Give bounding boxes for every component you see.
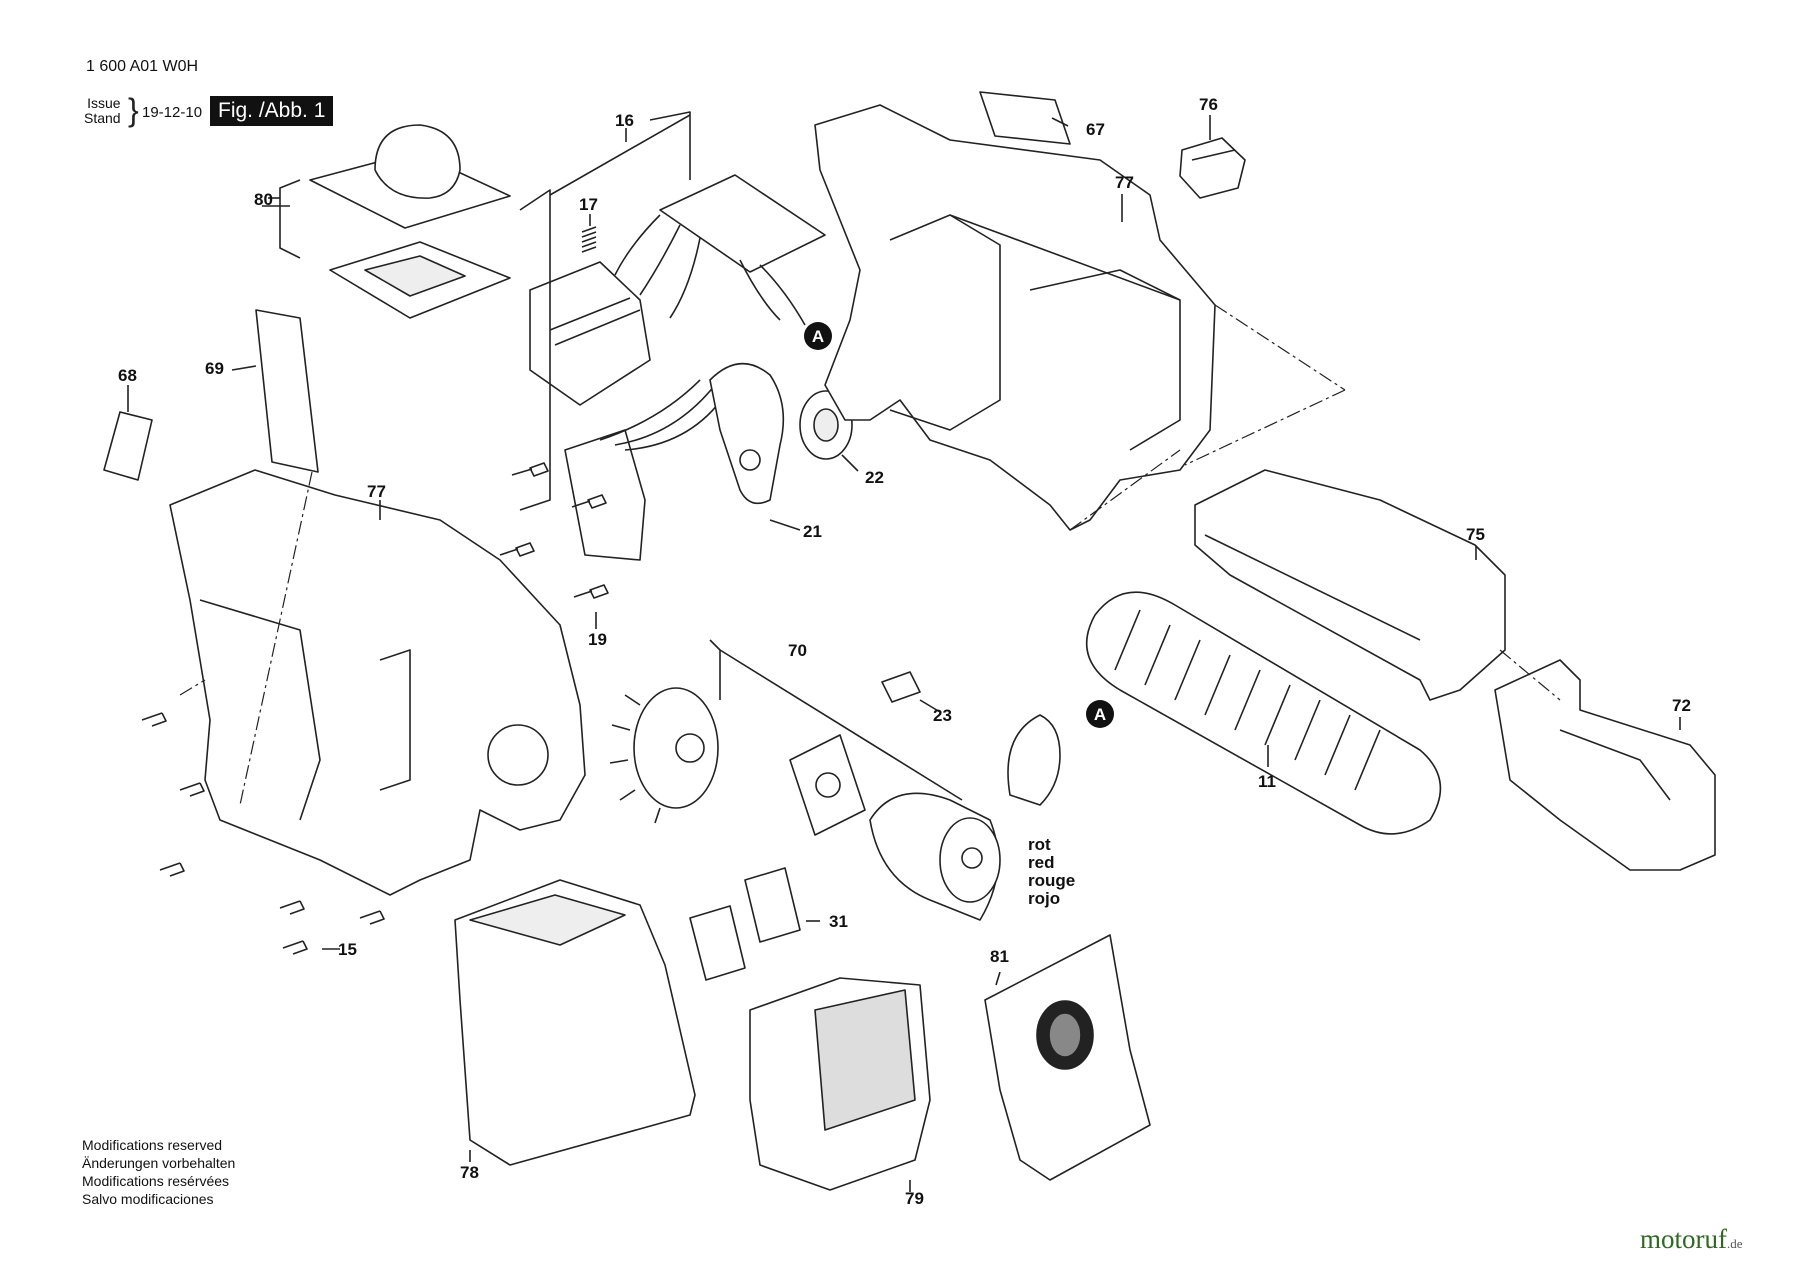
connector-a-label: A: [812, 327, 824, 346]
label-80: 80: [254, 190, 273, 209]
part-31-foam-pads: [689, 867, 801, 981]
part-72-nozzle: [1494, 659, 1716, 871]
label-23: 23: [933, 706, 952, 725]
figure-title: Fig. /Abb. 1: [210, 96, 334, 126]
modifications-line: Modifications reserved: [82, 1137, 223, 1153]
label-31: 31: [829, 912, 848, 931]
connector-a-motor: A: [1086, 700, 1114, 728]
modifications-line: Modifications resérvées: [82, 1173, 230, 1189]
label-78: 78: [460, 1163, 479, 1182]
part-17-spring: [581, 226, 597, 253]
part-80-foot-pad: [268, 124, 511, 319]
part-70-fan: [609, 639, 963, 836]
wire-color-line: rojo: [1028, 889, 1061, 908]
connector-a-label: A: [1094, 705, 1106, 724]
label-67: 67: [1086, 120, 1105, 139]
part-19-screws: [499, 462, 609, 599]
label-77: 77: [367, 482, 386, 501]
label-68: 68: [118, 366, 137, 385]
wire-color-line: rouge: [1028, 871, 1076, 890]
issue-label: Issue Stand: [84, 96, 121, 126]
modifications-note: Modifications reserved Änderungen vorbeh…: [82, 1136, 235, 1208]
watermark-brand: motoruf: [1640, 1224, 1727, 1254]
label-69: 69: [205, 359, 224, 378]
watermark-tld: .de: [1727, 1236, 1743, 1251]
part-68-label: [103, 411, 153, 481]
label-22: 22: [865, 468, 884, 487]
label-75: 75: [1466, 525, 1485, 544]
watermark-logo: motoruf.de: [1640, 1224, 1743, 1255]
wire-color-line: rot: [1028, 835, 1051, 854]
part-79-filter: [749, 977, 931, 1191]
label-79: 79: [905, 1189, 924, 1208]
issue-label-line: Stand: [84, 110, 121, 126]
label-11: 11: [1258, 772, 1276, 791]
label-81: 81: [990, 947, 1009, 966]
issue-date: 19-12-10: [142, 104, 203, 121]
part-78-container: [454, 879, 696, 1166]
label-17: 17: [579, 195, 598, 214]
issue-label-line: Issue: [87, 95, 121, 111]
modifications-line: Salvo modificaciones: [82, 1191, 214, 1207]
label-15: 15: [338, 940, 357, 959]
part-77-housing-right: [814, 104, 1216, 531]
part-21-switch: [709, 362, 785, 505]
part-69-label: [255, 309, 319, 473]
part-77-housing-left: [169, 469, 586, 896]
part-16-electronics-assembly: [519, 111, 826, 561]
label-70: 70: [788, 641, 807, 660]
label-21: 21: [803, 522, 822, 541]
modifications-line: Änderungen vorbehalten: [82, 1155, 236, 1171]
part-81-cover: [984, 934, 1151, 1181]
label-19: 19: [588, 630, 607, 649]
label-76: 76: [1199, 95, 1218, 114]
label-16: 16: [615, 111, 634, 130]
part-75-filter-housing: [1194, 469, 1506, 701]
drawing-number: 1 600 A01 W0H: [86, 58, 199, 75]
wire-color-line: red: [1028, 853, 1055, 872]
wire-color-note: rot red rouge rojo: [1028, 836, 1075, 908]
part-23-plug: [881, 671, 921, 703]
connector-a-top: A: [804, 322, 832, 350]
part-11-hose: [1085, 591, 1442, 835]
motor: [869, 714, 1061, 921]
label-77: 77: [1115, 173, 1134, 192]
part-67-label: [979, 91, 1071, 145]
part-labels: 80 16 17 67 76 77 68 69 77 22 21 19 75 7…: [118, 95, 1691, 1208]
part-76-clip: [1179, 137, 1246, 199]
part-15-screws: [141, 712, 385, 955]
label-72: 72: [1672, 696, 1691, 715]
brace-glyph: }: [128, 92, 139, 128]
